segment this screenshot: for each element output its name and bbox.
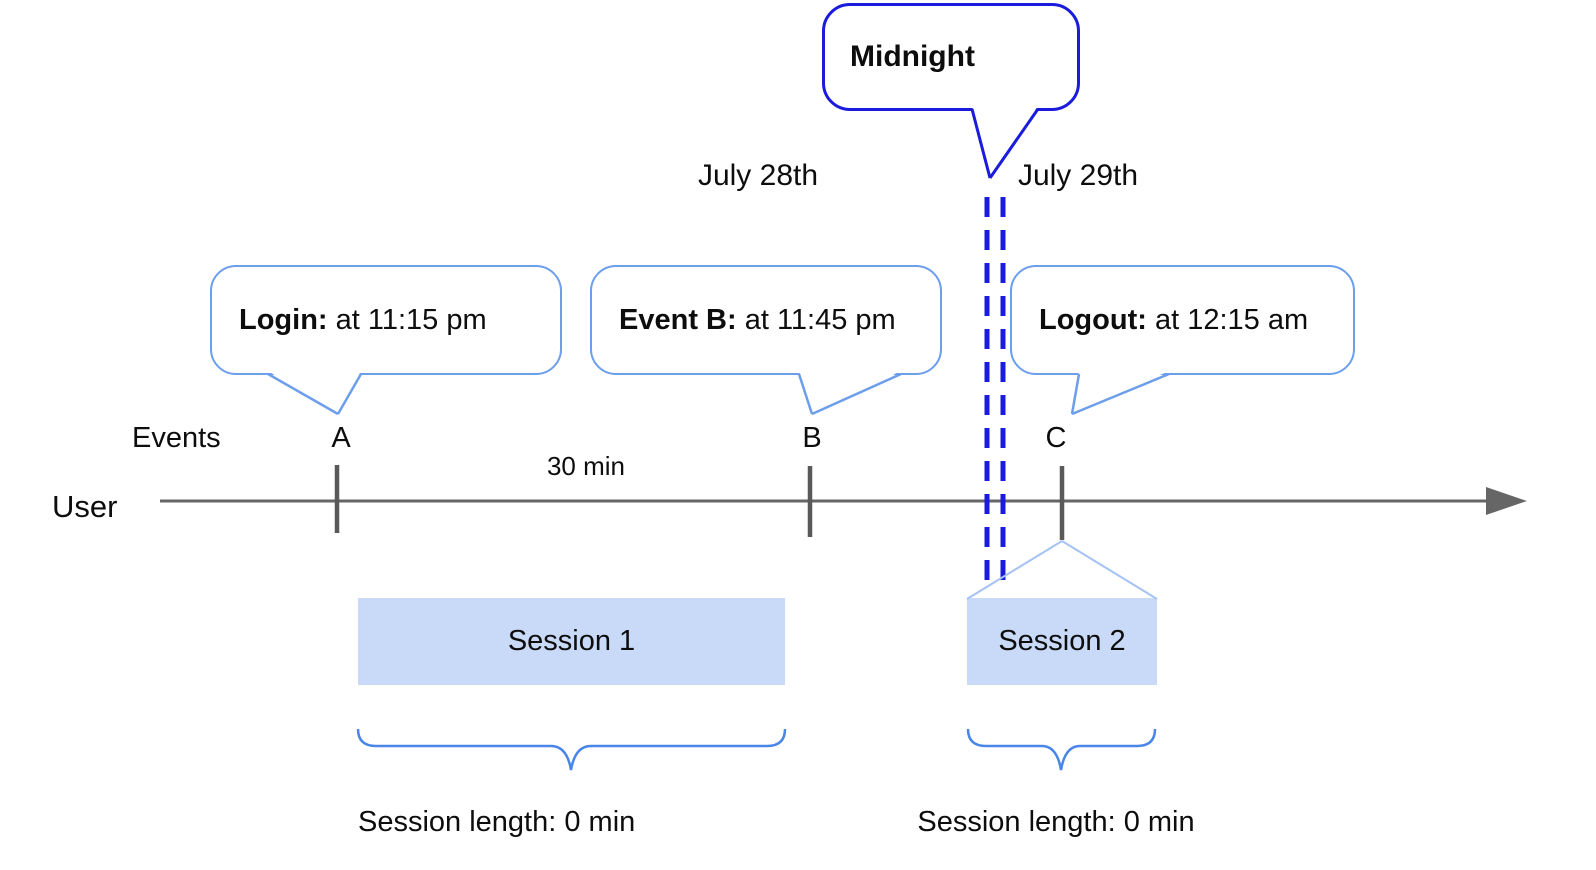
login-callout-tail-left-edge xyxy=(267,372,339,416)
event-b-callout-tail-right-edge xyxy=(811,372,902,416)
logout-callout-tail-left-edge xyxy=(1070,373,1081,415)
event-b-callout-bubble: Event B: at 11:45 pm xyxy=(590,265,942,375)
login-callout-text: Login: at 11:15 pm xyxy=(212,304,487,337)
date-label-july-29: July 29th xyxy=(1017,159,1139,192)
session-1-length-label: Session length: 0 min xyxy=(358,806,636,838)
midnight-callout-tail-left-edge xyxy=(970,108,992,179)
event-marker-c: C xyxy=(1045,422,1067,454)
session-2-length-label: Session length: 0 min xyxy=(917,806,1195,838)
session-1-box: Session 1 xyxy=(358,598,785,685)
login-callout-tail xyxy=(268,371,361,414)
user-timeline-label: User xyxy=(52,489,118,524)
session-2-brace xyxy=(966,728,1157,771)
midnight-callout-bubble: Midnight xyxy=(822,3,1080,111)
interval-label: 30 min xyxy=(546,451,626,481)
session-1-brace xyxy=(356,728,787,771)
logout-callout-title: Logout: xyxy=(1039,303,1147,336)
login-callout-detail: at 11:15 pm xyxy=(327,303,487,336)
midnight-label: Midnight xyxy=(850,40,975,73)
login-callout-bubble: Login: at 11:15 pm xyxy=(210,265,562,375)
logout-callout-text: Logout: at 12:15 am xyxy=(1012,304,1308,337)
logout-callout-tail-right-edge xyxy=(1071,372,1170,416)
logout-callout-tail xyxy=(1072,371,1169,414)
event-b-callout-tail xyxy=(799,371,901,414)
events-row-label: Events xyxy=(132,422,221,454)
session-1-label: Session 1 xyxy=(507,625,636,657)
session-2-box: Session 2 xyxy=(967,598,1157,685)
event-marker-b: B xyxy=(802,422,822,454)
event-b-callout-title: Event B: xyxy=(619,303,737,336)
event-b-callout-text: Event B: at 11:45 pm xyxy=(592,304,896,337)
logout-callout-bubble: Logout: at 12:15 am xyxy=(1010,265,1355,375)
date-label-july-28: July 28th xyxy=(697,159,819,192)
session-2-funnel-left-line xyxy=(966,540,1063,600)
session-2-label: Session 2 xyxy=(998,625,1126,657)
timeline-arrowhead-icon xyxy=(1486,487,1527,515)
logout-callout-detail: at 12:15 am xyxy=(1146,303,1309,336)
login-callout-title: Login: xyxy=(239,303,328,336)
login-callout-tail-right-edge xyxy=(336,373,363,415)
event-marker-a: A xyxy=(331,422,351,454)
event-b-callout-tail-left-edge xyxy=(797,373,814,415)
session-2-funnel-right-line xyxy=(1061,540,1158,600)
event-b-callout-detail: at 11:45 pm xyxy=(736,303,896,336)
